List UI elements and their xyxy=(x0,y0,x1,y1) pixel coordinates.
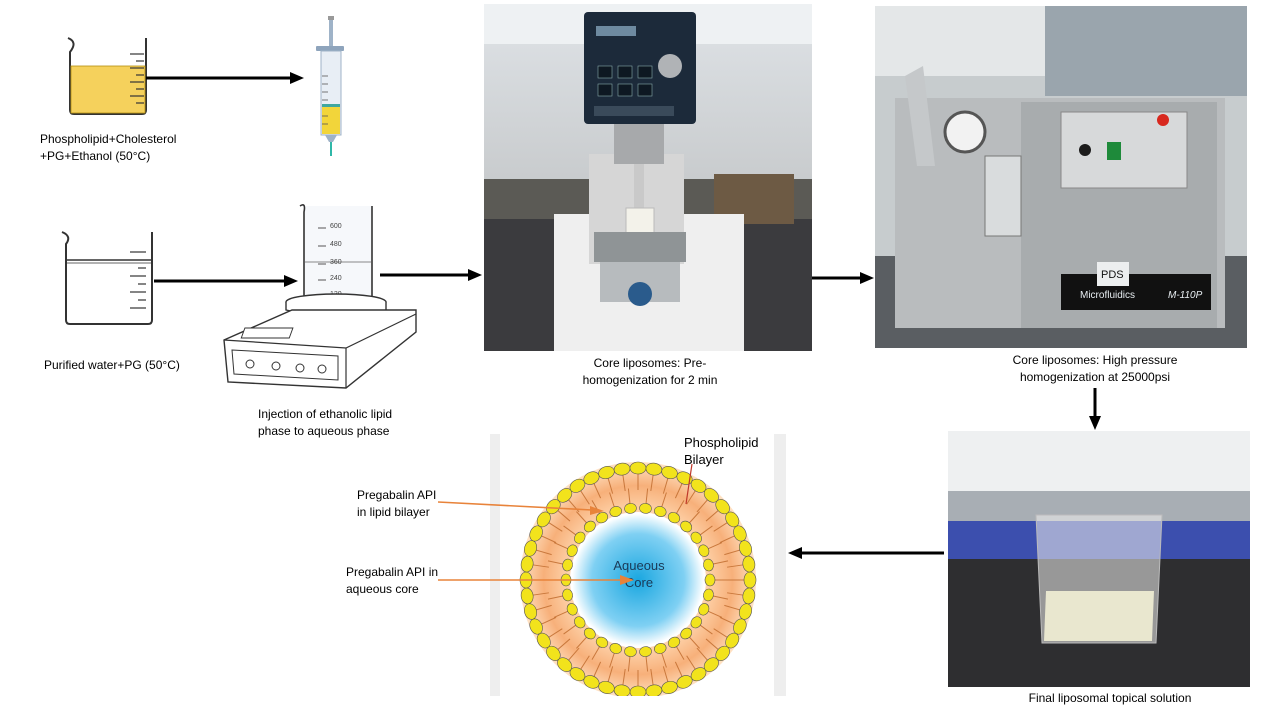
api-bilayer-label: Pregabalin API in lipid bilayer xyxy=(357,488,437,519)
liposome-diagram xyxy=(490,434,786,696)
lipid-head xyxy=(562,558,573,572)
aqueous-phase-caption: Purified water+PG (50°C) xyxy=(44,358,180,372)
lipid-phase-caption: Phospholipid+Cholesterol +PG+Ethanol (50… xyxy=(40,132,177,163)
lipid-head xyxy=(624,503,637,514)
final-solution-photo xyxy=(948,431,1250,687)
lipid-head xyxy=(574,616,586,629)
lipid-head xyxy=(609,506,622,517)
high-pressure-caption: Core liposomes: High pressure homogeniza… xyxy=(1012,353,1178,384)
api-core-pointer xyxy=(438,572,638,588)
lipid-head xyxy=(742,555,756,573)
lipid-head xyxy=(583,627,596,640)
arrow-to-prehomogenizer xyxy=(380,267,484,283)
lipid-head xyxy=(562,588,573,602)
lipid-head xyxy=(667,512,681,524)
lipid-head xyxy=(680,627,693,640)
lipid-head xyxy=(609,643,622,654)
stirrer-beaker xyxy=(296,200,376,304)
homogenizer-plate-label: PDS xyxy=(1101,269,1124,281)
water-beaker xyxy=(58,228,158,326)
lipid-head xyxy=(624,646,637,657)
prehomogenization-caption: Core liposomes: Pre- homogenization for … xyxy=(582,356,718,387)
arrow-to-stirrer xyxy=(154,273,299,289)
arrow-to-high-pressure xyxy=(812,270,876,286)
homogenizer-model: M-110P xyxy=(1168,290,1203,301)
lipid-head xyxy=(690,531,702,544)
lipid-head xyxy=(629,685,647,696)
phospholipid-bilayer-label: Phospholipid Bilayer xyxy=(684,435,759,467)
lipid-head xyxy=(574,531,586,544)
high-pressure-homogenizer-photo xyxy=(875,6,1247,348)
final-caption: Final liposomal topical solution xyxy=(1028,691,1192,705)
arrow-to-final xyxy=(1087,388,1103,432)
lipid-head xyxy=(703,558,714,572)
beaker-scale-600: 600 xyxy=(330,223,342,230)
lipid-head xyxy=(680,520,693,533)
lipid-head xyxy=(566,544,578,557)
lipid-head xyxy=(595,636,609,648)
homogenizer-brand: Microfluidics xyxy=(1080,290,1136,301)
prehomogenizer-photo xyxy=(484,4,812,351)
arrow-to-liposome xyxy=(786,545,946,561)
lipid-head xyxy=(743,571,757,589)
syringe-icon xyxy=(308,16,352,156)
lipid-head xyxy=(690,616,702,629)
lipid-beaker xyxy=(58,30,154,116)
lipid-head xyxy=(703,588,714,602)
lipid-head xyxy=(566,603,578,616)
lipid-head xyxy=(654,506,667,517)
aqueous-core-label: Aqueous Core xyxy=(613,558,665,590)
api-core-label: Pregabalin API in aqueous core xyxy=(346,565,439,596)
arrow-to-syringe xyxy=(146,70,306,86)
lipid-head xyxy=(629,461,647,475)
lipid-head xyxy=(583,520,596,533)
lipid-head xyxy=(639,503,652,514)
injection-caption: Injection of ethanolic lipid phase to aq… xyxy=(258,407,393,438)
hot-plate-stirrer xyxy=(218,292,422,398)
lipid-head xyxy=(654,643,667,654)
lipid-head xyxy=(698,603,710,616)
beaker-scale-360: 360 xyxy=(330,259,342,266)
beaker-scale-240: 240 xyxy=(330,275,342,282)
lipid-head xyxy=(698,544,710,557)
lipid-head xyxy=(667,636,681,648)
lipid-head xyxy=(704,573,716,587)
api-bilayer-pointer xyxy=(438,498,608,518)
lipid-head xyxy=(595,512,609,524)
beaker-scale-480: 480 xyxy=(330,241,342,248)
lipid-head xyxy=(639,646,652,657)
